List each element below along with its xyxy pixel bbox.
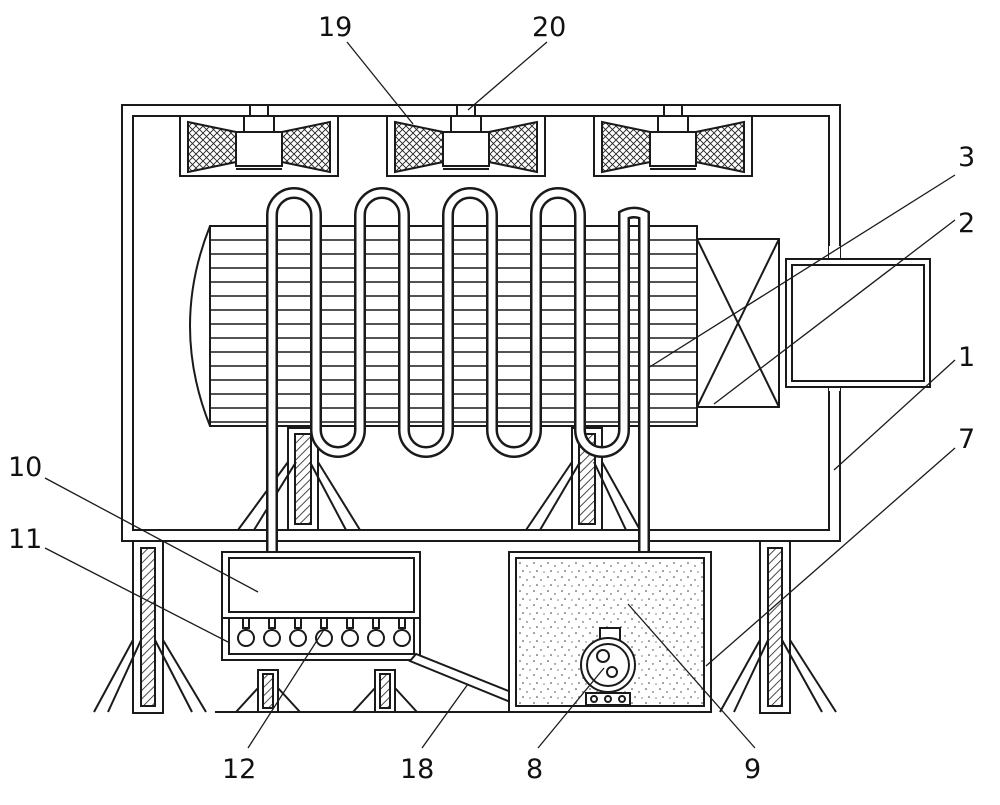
label-1: 1 [958,342,975,373]
nozzle [367,617,385,647]
nozzle [315,617,333,647]
nozzle [263,617,281,647]
fan-right [593,104,753,177]
nozzle [341,617,359,647]
label-10: 10 [8,452,42,483]
label-2: 2 [958,208,975,239]
fan-left [179,104,339,177]
label-19: 19 [318,12,352,43]
label-3: 3 [958,142,975,173]
label-18: 18 [400,754,434,785]
top-fans [179,104,753,177]
label-20: 20 [532,12,566,43]
water-tank [221,551,421,619]
part-labels: 19 20 3 2 1 7 10 11 12 18 8 9 [8,12,975,785]
leader-lines [44,41,956,749]
label-11: 11 [8,524,42,555]
spray-feet [235,669,418,713]
label-8: 8 [526,754,543,785]
label-7: 7 [958,424,975,455]
nozzle [237,617,255,647]
fan-middle [386,104,546,177]
nozzles [237,617,411,647]
junction-box [696,238,780,408]
motor-supports [237,427,641,531]
cooling-pipe [266,187,650,612]
label-9: 9 [744,754,761,785]
nozzle [289,617,307,647]
outer-legs [93,540,837,714]
label-12: 12 [222,754,256,785]
spray-bar [221,617,421,661]
nozzle [393,617,411,647]
side-box [785,246,931,391]
